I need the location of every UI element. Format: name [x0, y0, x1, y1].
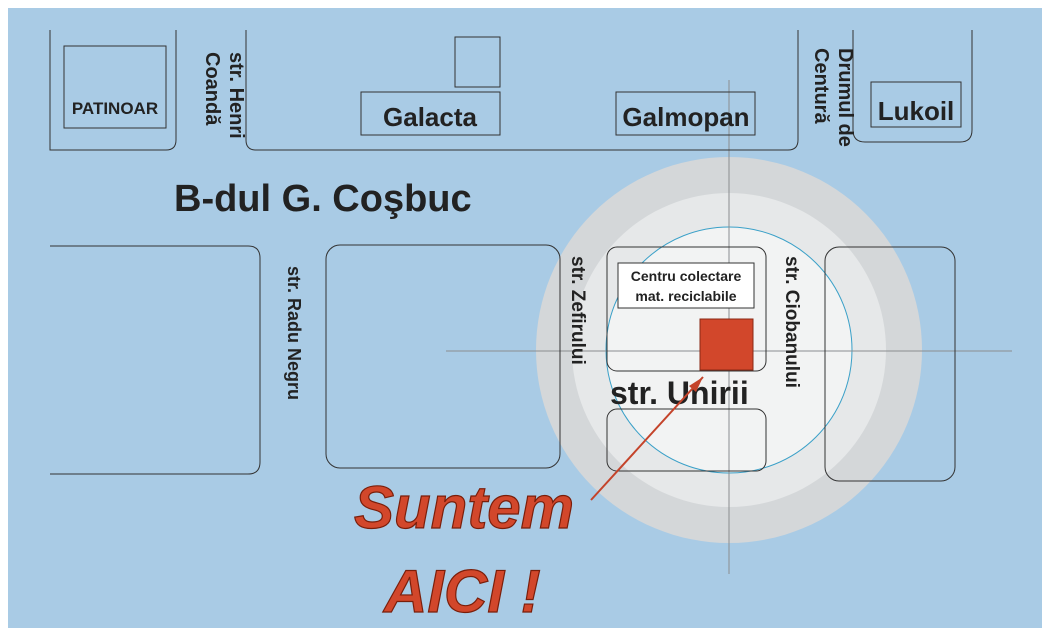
block-top-middle [245, 30, 799, 151]
collection-center-label-line2: mat. reciclabile [635, 288, 736, 304]
block-middle-center [325, 244, 561, 469]
street-drumul-line2: Centură [810, 48, 832, 124]
callout-line2: AICI ! [382, 558, 541, 625]
block-collection-center [606, 246, 767, 372]
street-unirii: str. Unirii [610, 375, 749, 411]
street-zefirului: str. Zefirului [567, 256, 588, 365]
lukoil-box [870, 81, 962, 128]
galacta-box [360, 91, 501, 136]
galmopan-box [615, 91, 756, 136]
galmopan-label: Galmopan [622, 102, 749, 132]
small-building-box [454, 36, 501, 88]
street-henri-line1: str. Henri [225, 52, 247, 139]
block-top-left [49, 30, 177, 151]
pointer-arrow [590, 376, 704, 501]
block-top-right [852, 30, 973, 143]
block-south-unirii [606, 408, 767, 472]
street-drumul-de-centura: Drumul de Centură [810, 48, 856, 147]
location-marker [699, 318, 754, 371]
block-middle-left [50, 245, 261, 475]
patinoar-label: PATINOAR [72, 99, 158, 118]
street-drumul-line1: Drumul de [834, 48, 856, 147]
street-cosbuc: B-dul G. Coşbuc [174, 178, 472, 220]
street-henri-coanda: str. Henri Coandă [201, 52, 247, 139]
block-middle-right [824, 246, 956, 482]
patinoar-box [63, 45, 167, 129]
lukoil-label: Lukoil [878, 96, 955, 126]
callout-line1: Suntem [354, 474, 574, 541]
street-ciobanului: str. Ciobanului [781, 256, 802, 388]
pointer-arrow-head [689, 377, 703, 392]
street-henri-line2: Coandă [201, 52, 223, 126]
street-radu-negru: str. Radu Negru [284, 266, 304, 400]
galacta-label: Galacta [383, 102, 477, 132]
collection-center-box [617, 262, 755, 309]
collection-center-label-line1: Centru colectare [631, 268, 742, 284]
